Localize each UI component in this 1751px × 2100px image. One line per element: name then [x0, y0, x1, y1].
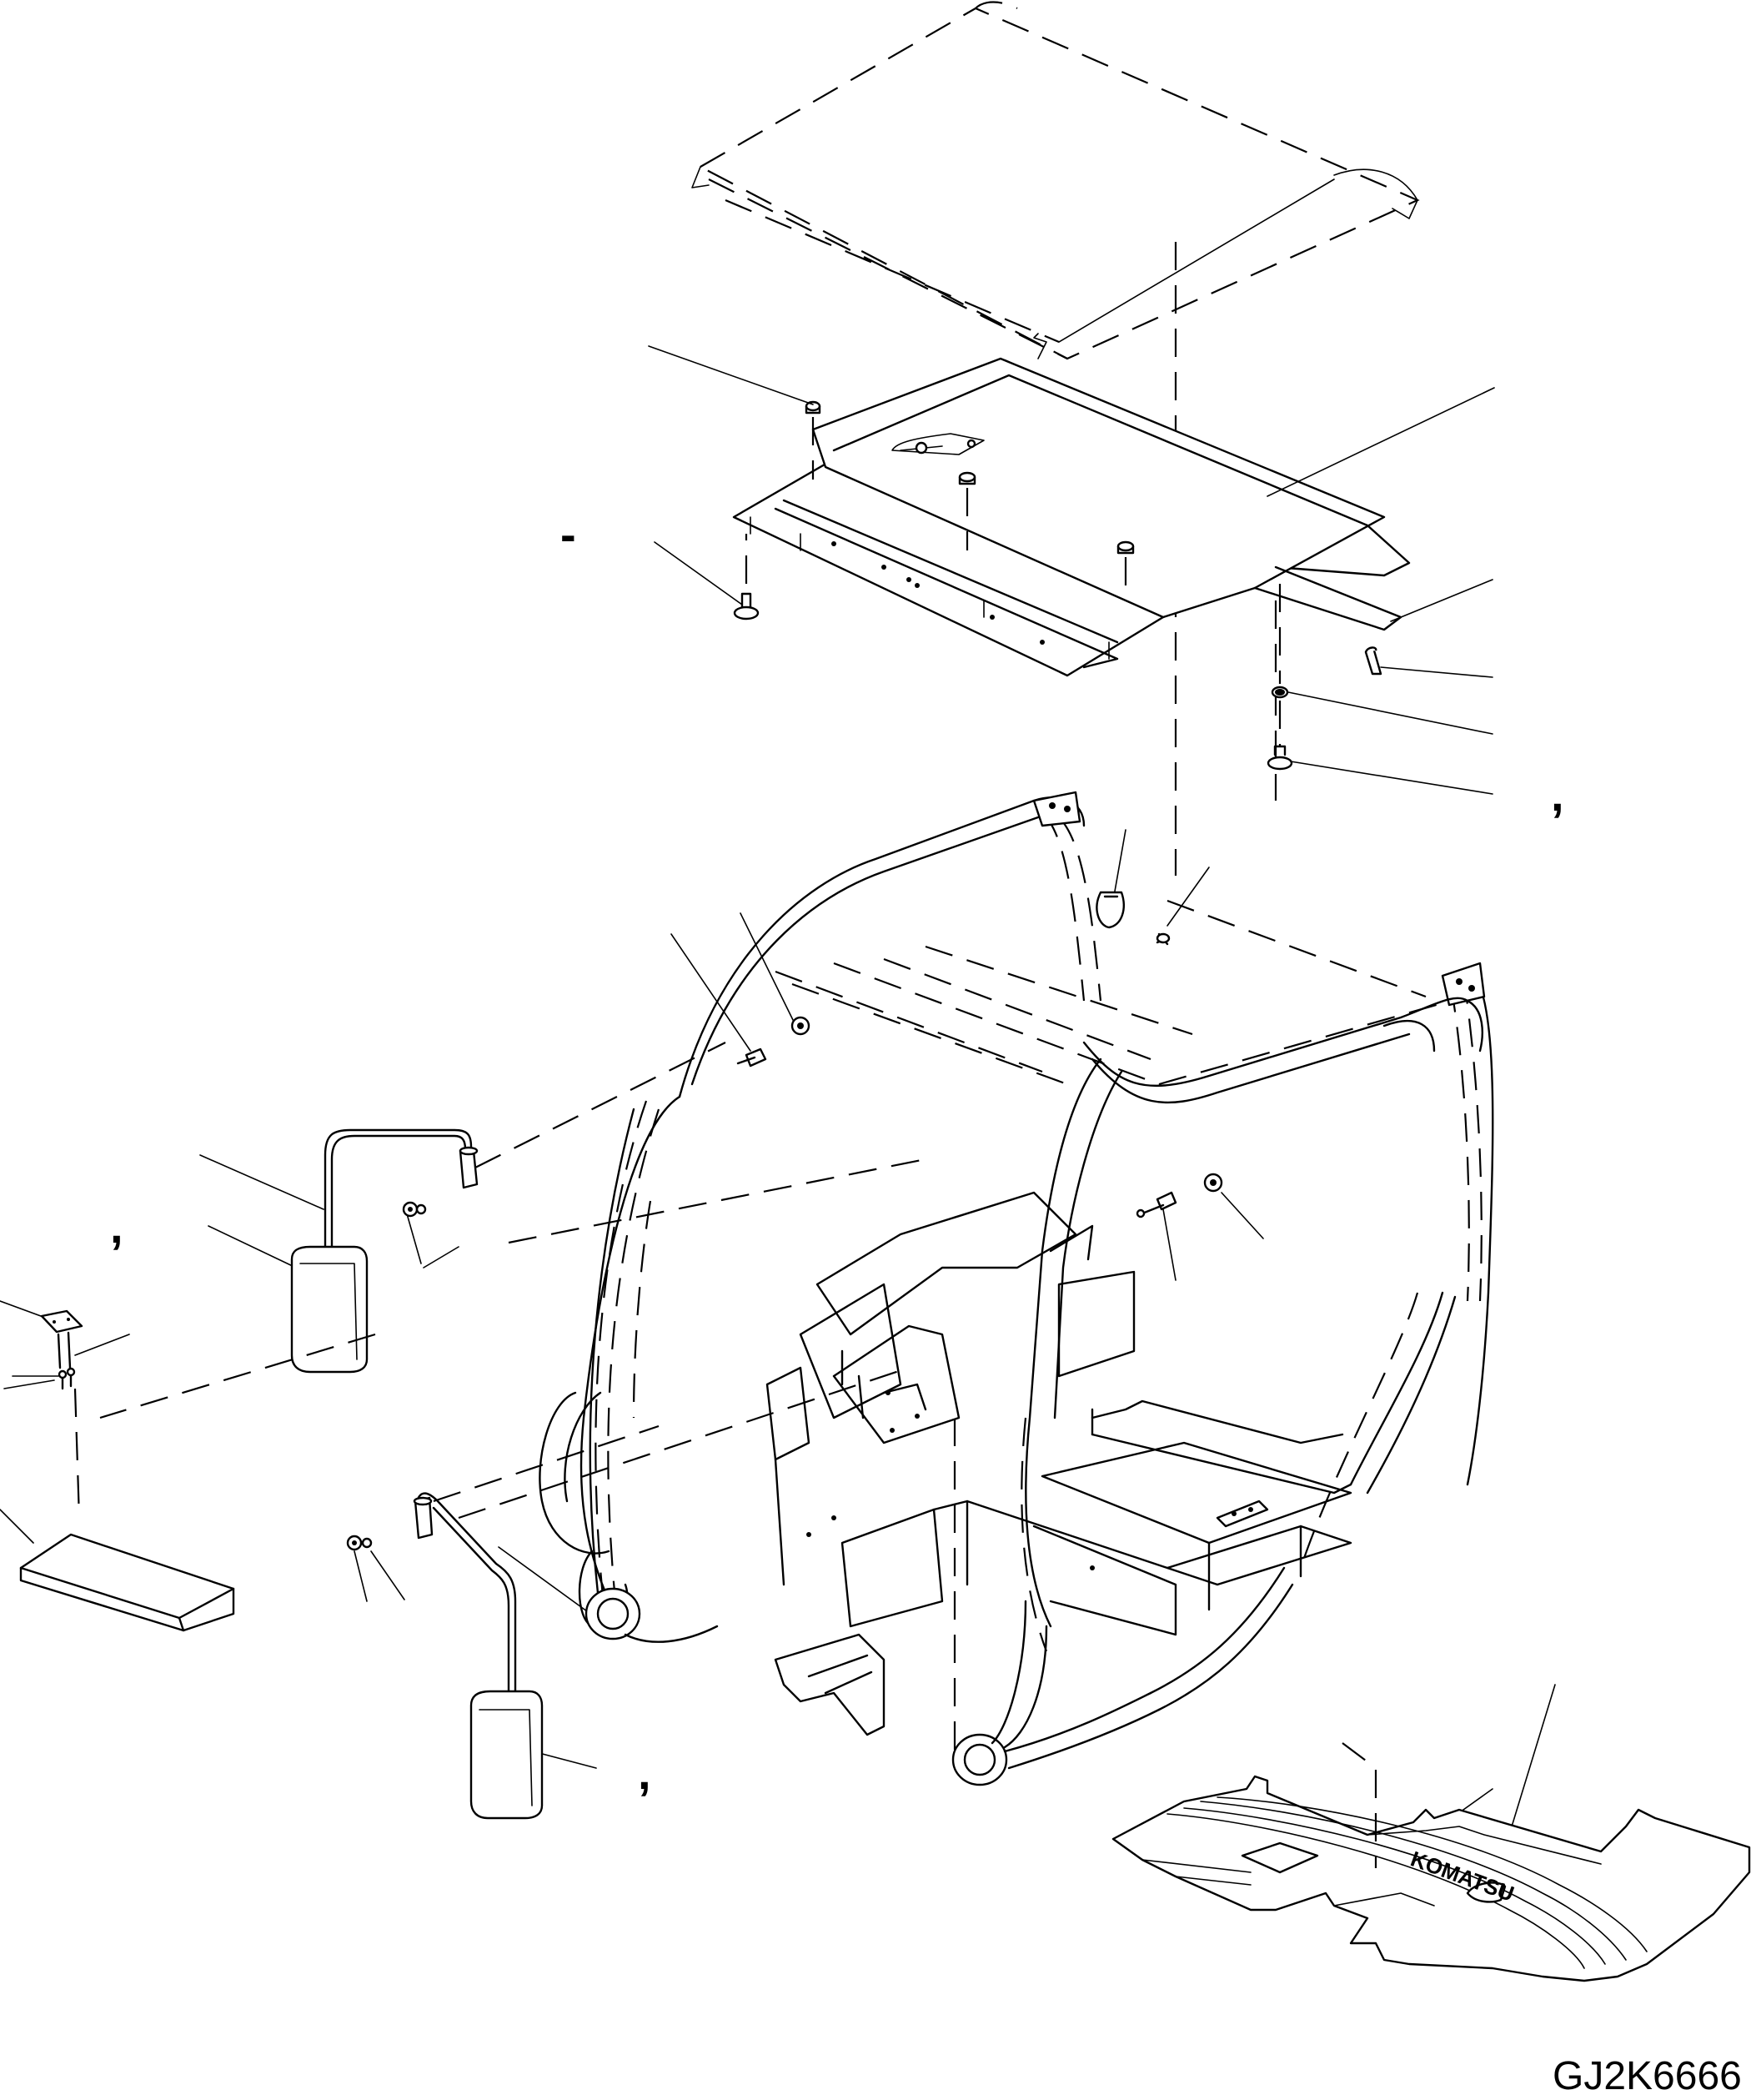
drawing-code: GJ2K6666 — [1553, 2054, 1742, 2098]
roof-panel — [732, 357, 1411, 677]
mirror-right-mount-line — [433, 1424, 660, 1503]
roof-bolt-left — [733, 534, 760, 620]
comma-mark-3: , — [638, 1746, 651, 1799]
rops-hardware — [736, 891, 1223, 1218]
roof-nut — [1267, 745, 1293, 771]
roof-cover-upper — [691, 1, 1420, 360]
mirror-plate-line — [99, 1333, 376, 1419]
floor-mat: KOMATSU — [1111, 1775, 1751, 1982]
roof-bolt — [1364, 646, 1382, 676]
mirror-left-mount-line — [474, 1042, 726, 1168]
step-plate — [19, 1533, 235, 1632]
rear-mirror-right — [346, 1492, 544, 1820]
comma-mark-1: , — [1551, 768, 1564, 821]
roof-washer — [1271, 686, 1289, 699]
dash-mark: - — [560, 508, 576, 560]
leader-lines — [0, 345, 1556, 1836]
mirror-mount-plate — [40, 1309, 83, 1519]
rops-frame — [539, 791, 1494, 1786]
rear-mirror-left — [290, 1128, 479, 1374]
floor-mat-alignment-line — [1342, 1742, 1377, 1868]
comma-mark-2: , — [110, 1200, 123, 1253]
mirror-left-mount-line-2 — [508, 1158, 926, 1244]
roof-clip — [805, 400, 1135, 592]
mirror-right-mount-line-2 — [458, 1366, 910, 1520]
